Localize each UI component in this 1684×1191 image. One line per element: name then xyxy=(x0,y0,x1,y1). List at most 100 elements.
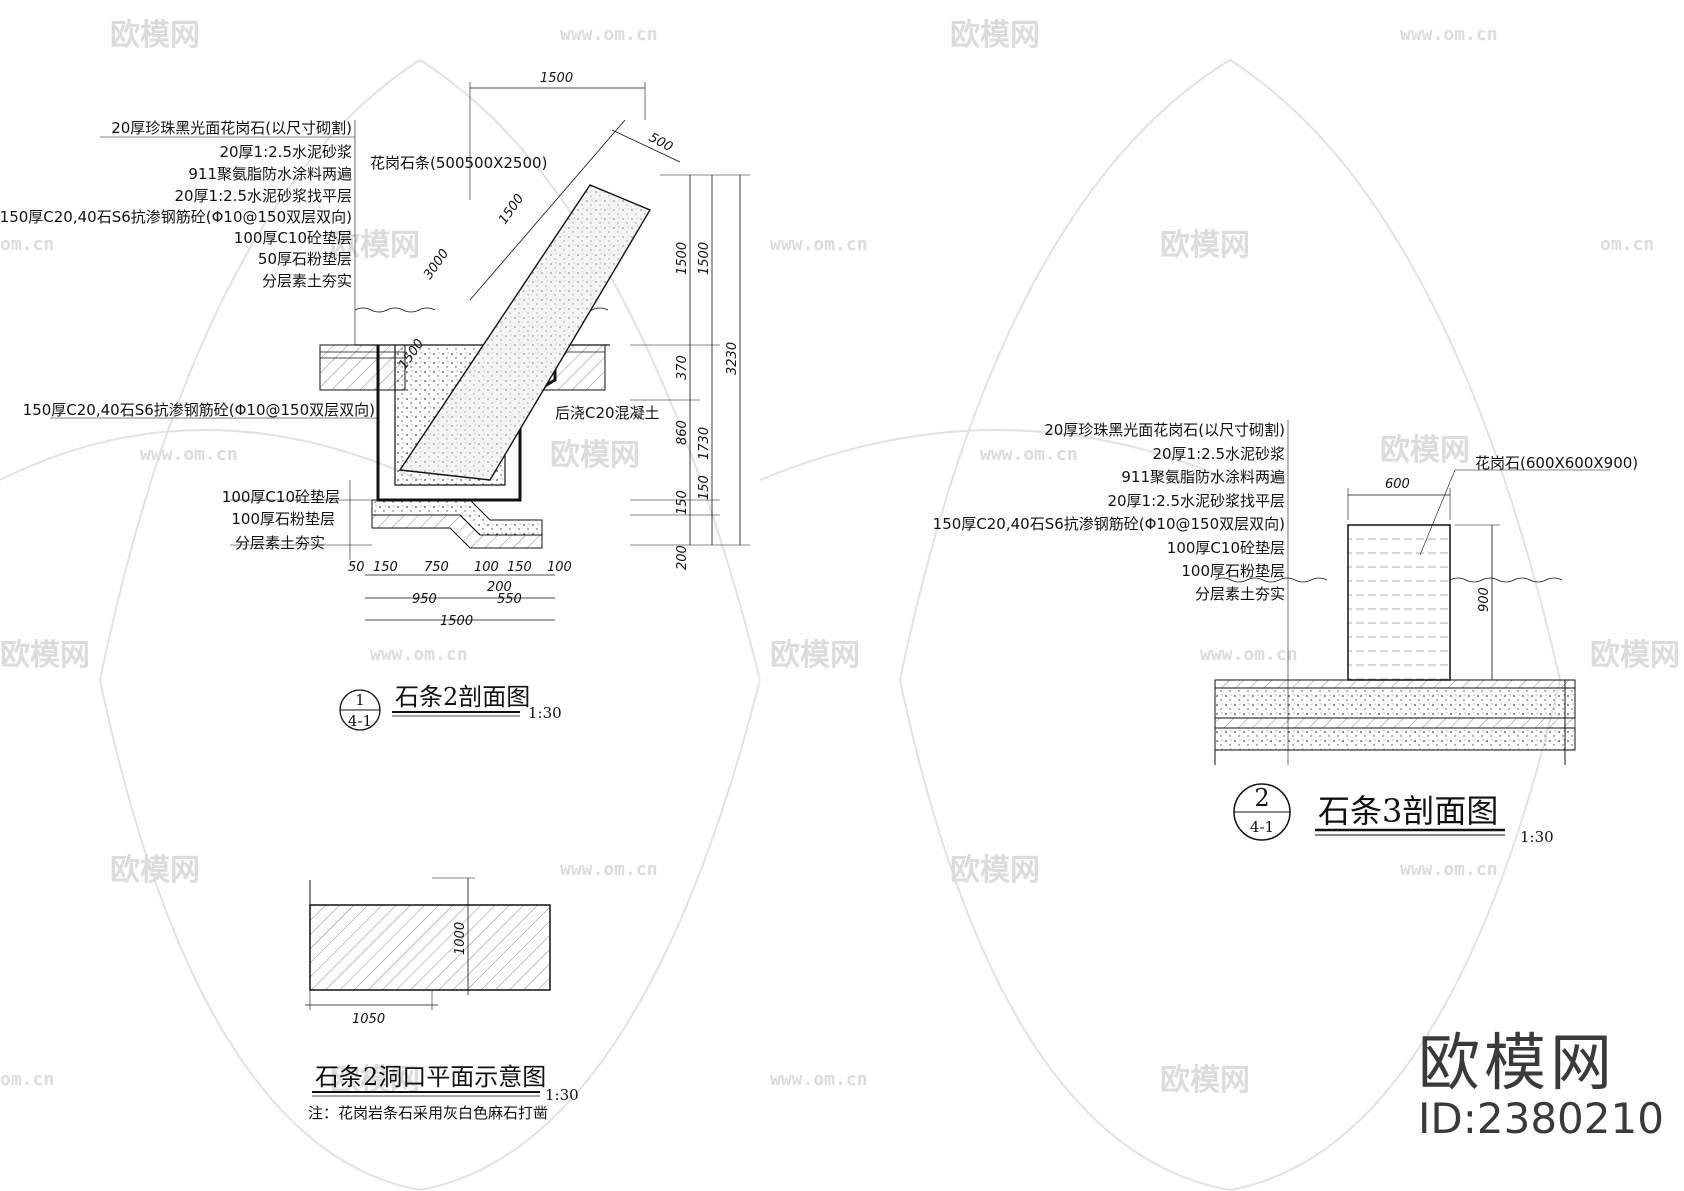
svg-text:1500: 1500 xyxy=(697,242,712,275)
section-2-scale: 1:30 xyxy=(1520,828,1554,846)
svg-text:100: 100 xyxy=(474,560,499,575)
watermark-url-10: www.om.cn xyxy=(560,859,658,880)
section-1-drawing xyxy=(50,82,750,621)
svg-text:om.cn: om.cn xyxy=(0,1069,54,1090)
svg-text:20厚珍珠黑光面花岗石(以尺寸砌割): 20厚珍珠黑光面花岗石(以尺寸砌割) xyxy=(111,119,352,137)
svg-text:1: 1 xyxy=(355,691,365,709)
svg-text:100厚石粉垫层: 100厚石粉垫层 xyxy=(1181,562,1285,580)
corner-brand-logo: 欧模网 xyxy=(1418,1026,1617,1099)
watermark-brand-2: 欧模网 xyxy=(950,18,1040,53)
watermark-url-12: www.om.cn xyxy=(770,1069,868,1090)
svg-text:600: 600 xyxy=(1385,477,1410,492)
svg-text:欧模网: 欧模网 xyxy=(110,18,200,53)
watermark-url-4: om.cn xyxy=(0,234,54,255)
section-1-title-block: 1 4-1 石条2剖面图 1:30 xyxy=(339,683,562,731)
svg-text:20厚1:2.5水泥砂浆: 20厚1:2.5水泥砂浆 xyxy=(1152,445,1285,463)
watermark-brand-7: 欧模网 xyxy=(0,638,90,673)
watermark-brand-1: 欧模网 xyxy=(110,18,200,53)
svg-text:20厚1:2.5水泥砂浆找平层: 20厚1:2.5水泥砂浆找平层 xyxy=(174,187,352,205)
svg-text:50: 50 xyxy=(348,560,365,575)
watermark-url-11: www.om.cn xyxy=(1400,859,1498,880)
svg-text:欧模网: 欧模网 xyxy=(1160,1063,1250,1098)
watermark-brand-11: 欧模网 xyxy=(950,853,1040,888)
svg-text:4-1: 4-1 xyxy=(1250,818,1274,836)
watermark-brand-10: 欧模网 xyxy=(110,853,200,888)
svg-text:分层素土夯实: 分层素土夯实 xyxy=(262,272,352,290)
plan-title: 石条2洞口平面示意图 xyxy=(315,1063,546,1091)
svg-text:20厚珍珠黑光面花岗石(以尺寸砌割): 20厚珍珠黑光面花岗石(以尺寸砌割) xyxy=(1044,421,1285,439)
svg-text:欧模网: 欧模网 xyxy=(330,228,420,263)
svg-text:www.om.cn: www.om.cn xyxy=(770,1069,868,1090)
svg-text:花岗石(600X600X900): 花岗石(600X600X900) xyxy=(1475,454,1638,472)
section-1-layer-labels: 20厚珍珠黑光面花岗石(以尺寸砌割) 20厚1:2.5水泥砂浆 911聚氨脂防水… xyxy=(0,119,660,552)
svg-text:100厚C10砼垫层: 100厚C10砼垫层 xyxy=(234,229,352,247)
watermark-url-3: www.om.cn xyxy=(770,234,868,255)
svg-text:欧模网: 欧模网 xyxy=(1380,433,1470,468)
svg-text:欧模网: 欧模网 xyxy=(950,18,1040,53)
svg-text:750: 750 xyxy=(424,560,449,575)
svg-text:950: 950 xyxy=(412,592,437,607)
section-2-drawing xyxy=(1214,420,1610,765)
svg-text:150: 150 xyxy=(507,560,532,575)
svg-text:150: 150 xyxy=(697,475,712,500)
svg-text:2: 2 xyxy=(1254,784,1269,812)
svg-text:50厚石粉垫层: 50厚石粉垫层 xyxy=(258,250,352,268)
svg-text:1050: 1050 xyxy=(352,1012,385,1027)
section-2-title: 石条3剖面图 xyxy=(1318,792,1498,830)
watermark-url-2: www.om.cn xyxy=(1400,24,1498,45)
plan-labels: 1050 1000 石条2洞口平面示意图 1:30 注：花岗岩条石采用灰白色麻石… xyxy=(308,922,579,1122)
watermark-url-5: om.cn xyxy=(1600,234,1654,255)
svg-text:1500: 1500 xyxy=(675,242,690,275)
svg-text:www.om.cn: www.om.cn xyxy=(770,234,868,255)
watermark-url-6: www.om.cn xyxy=(140,444,238,465)
svg-text:150: 150 xyxy=(373,560,398,575)
svg-text:500: 500 xyxy=(646,130,675,155)
svg-text:欧模网: 欧模网 xyxy=(1590,638,1680,673)
watermark-brand-8: 欧模网 xyxy=(770,638,860,673)
svg-text:欧模网: 欧模网 xyxy=(550,438,640,473)
svg-text:www.om.cn: www.om.cn xyxy=(980,444,1078,465)
svg-text:860: 860 xyxy=(675,420,690,445)
svg-text:100厚C10砼垫层: 100厚C10砼垫层 xyxy=(222,488,340,506)
svg-text:1500: 1500 xyxy=(496,192,527,228)
corner-brand-id: ID:2380210 xyxy=(1418,1094,1664,1143)
watermark-brand-9: 欧模网 xyxy=(1590,638,1680,673)
svg-text:1500: 1500 xyxy=(540,71,573,86)
svg-text:1500: 1500 xyxy=(440,614,473,629)
watermark-url-7: www.om.cn xyxy=(980,444,1078,465)
svg-text:900: 900 xyxy=(1477,587,1492,612)
watermark-brand-6: 欧模网 xyxy=(1380,433,1470,468)
svg-text:100厚石粉垫层: 100厚石粉垫层 xyxy=(231,510,335,528)
svg-text:20厚1:2.5水泥砂浆: 20厚1:2.5水泥砂浆 xyxy=(219,143,352,161)
watermark-brand-5: 欧模网 xyxy=(550,438,640,473)
svg-text:www.om.cn: www.om.cn xyxy=(1400,24,1498,45)
svg-text:3000: 3000 xyxy=(421,247,452,283)
svg-text:欧模网: 欧模网 xyxy=(770,638,860,673)
svg-text:om.cn: om.cn xyxy=(1600,234,1654,255)
svg-text:欧模网: 欧模网 xyxy=(0,638,90,673)
svg-text:100厚C10砼垫层: 100厚C10砼垫层 xyxy=(1167,539,1285,557)
svg-text:www.om.cn: www.om.cn xyxy=(1200,644,1298,665)
watermark-url-1: www.om.cn xyxy=(560,24,658,45)
svg-text:150厚C20,40石S6抗渗钢筋砼(Φ10@150双层双向: 150厚C20,40石S6抗渗钢筋砼(Φ10@150双层双向) xyxy=(23,401,375,419)
svg-text:欧模网: 欧模网 xyxy=(950,853,1040,888)
svg-text:后浇C20混凝土: 后浇C20混凝土 xyxy=(555,404,660,422)
svg-text:550: 550 xyxy=(497,592,522,607)
svg-text:1730: 1730 xyxy=(697,427,712,460)
svg-text:3230: 3230 xyxy=(725,342,740,375)
watermark-brand-13: 欧模网 xyxy=(1160,1063,1250,1098)
svg-text:200: 200 xyxy=(675,545,690,570)
plan-note: 注：花岗岩条石采用灰白色麻石打凿 xyxy=(308,1104,548,1122)
svg-text:911聚氨脂防水涂料两遍: 911聚氨脂防水涂料两遍 xyxy=(1121,468,1285,486)
section-1-scale: 1:30 xyxy=(528,704,562,722)
svg-text:150: 150 xyxy=(675,490,690,515)
watermark-url-8: www.om.cn xyxy=(370,644,468,665)
watermark-layer: 欧模网 www.om.cn 欧模网 www.om.cn 欧模网 www.om.c… xyxy=(0,18,1680,1191)
svg-text:欧模网: 欧模网 xyxy=(110,853,200,888)
svg-text:分层素土夯实: 分层素土夯实 xyxy=(235,534,325,552)
section-2-layer-labels: 20厚珍珠黑光面花岗石(以尺寸砌割) 20厚1:2.5水泥砂浆 911聚氨脂防水… xyxy=(933,421,1639,612)
watermark-url-9: www.om.cn xyxy=(1200,644,1298,665)
plan-scale: 1:30 xyxy=(545,1086,579,1104)
svg-text:花岗石条(500500X2500): 花岗石条(500500X2500) xyxy=(370,154,547,172)
